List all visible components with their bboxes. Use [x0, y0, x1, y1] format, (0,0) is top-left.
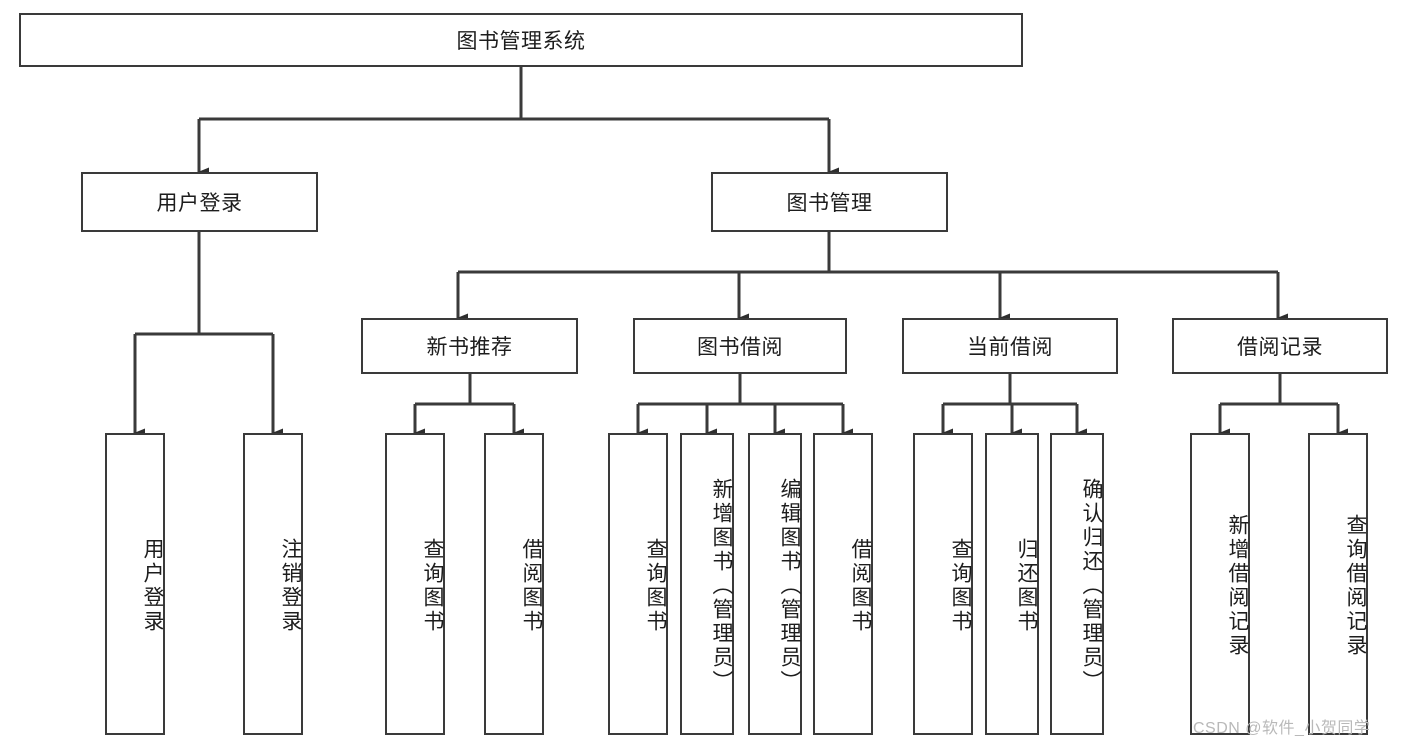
leaf-query-borrow-record[interactable]: 查询借阅记录 — [1308, 433, 1368, 735]
node-root[interactable]: 图书管理系统 — [19, 13, 1023, 67]
node-book-borrow[interactable]: 图书借阅 — [633, 318, 847, 374]
leaf-borrow-book-recommend[interactable]: 借阅图书 — [484, 433, 544, 735]
node-label: 图书借阅 — [697, 336, 783, 359]
leaf-return-book[interactable]: 归还图书 — [985, 433, 1039, 735]
leaf-confirm-return-admin[interactable]: 确认归还（管理员） — [1050, 433, 1104, 735]
node-label: 新增图书（管理员） — [710, 478, 733, 694]
node-label: 注销登录 — [279, 538, 302, 634]
node-label: 查询图书 — [644, 538, 667, 634]
node-label: 归还图书 — [1015, 538, 1038, 634]
leaf-add-borrow-record[interactable]: 新增借阅记录 — [1190, 433, 1250, 735]
node-book-management[interactable]: 图书管理 — [711, 172, 948, 232]
leaf-logout[interactable]: 注销登录 — [243, 433, 303, 735]
node-label: 查询图书 — [421, 538, 444, 634]
leaf-query-book-recommend[interactable]: 查询图书 — [385, 433, 445, 735]
node-label: 借阅图书 — [849, 538, 872, 634]
node-new-book-recommend[interactable]: 新书推荐 — [361, 318, 578, 374]
node-label: 编辑图书（管理员） — [778, 478, 801, 694]
node-user-login[interactable]: 用户登录 — [81, 172, 318, 232]
node-label: 当前借阅 — [967, 336, 1053, 359]
leaf-add-book-admin[interactable]: 新增图书（管理员） — [680, 433, 734, 735]
csdn-watermark: CSDN @软件_小贺同学 — [1193, 720, 1371, 737]
node-label: 用户登录 — [156, 192, 243, 215]
leaf-query-book-current[interactable]: 查询图书 — [913, 433, 973, 735]
node-current-borrow[interactable]: 当前借阅 — [902, 318, 1118, 374]
node-label: 借阅图书 — [520, 538, 543, 634]
node-label: 图书管理系统 — [456, 30, 586, 53]
node-label: 确认归还（管理员） — [1080, 478, 1103, 694]
leaf-user-login[interactable]: 用户登录 — [105, 433, 165, 735]
leaf-edit-book-admin[interactable]: 编辑图书（管理员） — [748, 433, 802, 735]
node-label: 用户登录 — [141, 538, 164, 634]
node-label: 新增借阅记录 — [1226, 514, 1249, 658]
node-label: 新书推荐 — [426, 336, 513, 359]
node-label: 图书管理 — [786, 192, 873, 215]
node-borrow-record[interactable]: 借阅记录 — [1172, 318, 1388, 374]
node-label: 查询图书 — [949, 538, 972, 634]
leaf-query-book-borrow[interactable]: 查询图书 — [608, 433, 668, 735]
leaf-borrow-book[interactable]: 借阅图书 — [813, 433, 873, 735]
node-label: 查询借阅记录 — [1344, 514, 1367, 658]
node-label: 借阅记录 — [1237, 336, 1323, 359]
